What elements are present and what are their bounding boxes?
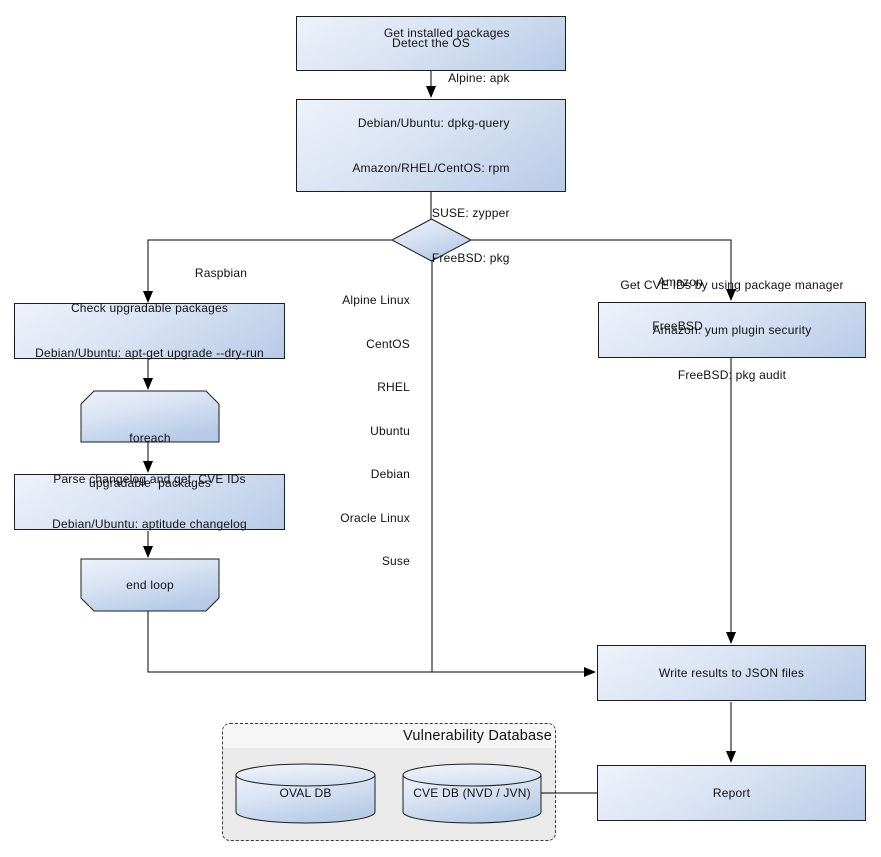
text-line: Debian/Ubuntu: dpkg-query xyxy=(357,115,510,130)
text-line: Oracle Linux xyxy=(340,510,410,525)
text-line: Debian/Ubuntu: aptitude changelog xyxy=(52,517,247,531)
node-check-upgradable-packages-label: Check upgradable packages Debian/Ubuntu:… xyxy=(35,271,264,391)
edge-label-amazon-freebsd: Amazon FreeBSD xyxy=(652,246,703,362)
text-line: Suse xyxy=(381,554,410,568)
cve-db-label: CVE DB (NVD / JVN) xyxy=(413,786,531,800)
cve-db-top xyxy=(402,763,542,787)
edge-decision-to-get-cve xyxy=(471,239,736,301)
node-write-results-json-label: Write results to JSON files xyxy=(658,665,805,680)
text-line: FreeBSD: pkg audit xyxy=(677,367,787,382)
text-line: Check upgradable packages xyxy=(70,301,229,315)
text-line: foreach xyxy=(129,431,171,445)
edges xyxy=(143,71,736,794)
text-line: Get CVE IDs by using package manager xyxy=(620,277,844,292)
node-report: Report xyxy=(597,765,866,821)
node-get-installed-packages-label: Get installed packages Alpine: apk Debia… xyxy=(352,0,509,296)
node-parse-changelog: Parse changelog and get CVE IDs Debian/U… xyxy=(14,472,285,531)
text-line: upgradable packages xyxy=(88,476,212,490)
cve-db-cylinder xyxy=(402,763,542,824)
node-parse-changelog-label: Parse changelog and get CVE IDs Debian/U… xyxy=(52,442,247,562)
oval-db-top xyxy=(235,763,376,787)
oval-db-cylinder xyxy=(235,763,376,824)
text-line: CentOS xyxy=(366,336,410,351)
node-detect-os: Detect the OS xyxy=(296,16,566,71)
node-get-cve-ids: Get CVE IDs by using package manager Ama… xyxy=(598,278,866,382)
edge-endloop-to-write-json xyxy=(147,611,596,677)
text-line: Alpine: apk xyxy=(448,70,510,85)
node-report-label: Report xyxy=(712,785,751,800)
node-write-results-json: Write results to JSON files xyxy=(597,645,866,701)
node-get-installed-packages: Get installed packages Alpine: apk Debia… xyxy=(296,26,566,265)
oval-db-label: OVAL DB xyxy=(279,786,332,800)
text-line: FreeBSD: pkg xyxy=(431,250,510,265)
node-check-upgradable-packages: Check upgradable packages Debian/Ubuntu:… xyxy=(14,301,285,360)
edge-decision-to-check-upgradable xyxy=(143,239,392,303)
text-line: Amazon: yum plugin security xyxy=(652,322,812,337)
text-line: RHEL xyxy=(377,380,410,394)
node-get-cve-ids-label: Get CVE IDs by using package manager Ama… xyxy=(620,248,843,413)
node-detect-os-label: Detect the OS xyxy=(392,36,470,50)
end-loop-label: end loop xyxy=(126,578,174,592)
text-line: Get installed packages xyxy=(383,25,510,40)
end-loop-shape xyxy=(80,558,220,612)
oval-db-body xyxy=(235,775,376,824)
text-line: Amazon xyxy=(657,275,703,289)
edge-label-os-list: Alpine Linux CentOS RHEL Ubuntu Debian O… xyxy=(340,264,410,598)
text-line: FreeBSD xyxy=(652,318,703,333)
text-line: Debian xyxy=(370,467,410,481)
edge-label-raspbian: Raspbian xyxy=(194,266,248,280)
cve-db-body xyxy=(402,775,542,824)
decision-diamond xyxy=(390,218,473,262)
text-line: SUSE: zypper xyxy=(431,205,510,220)
foreach-loop-label: foreach upgradable packages xyxy=(81,401,219,521)
foreach-loop-shape xyxy=(80,390,220,443)
text-line: Amazon/RHEL/CentOS: rpm xyxy=(352,160,510,175)
vulnerability-database-title: Vulnerability Database xyxy=(223,724,555,748)
text-line: Alpine Linux xyxy=(342,293,410,307)
text-line: Parse changelog and get CVE IDs xyxy=(53,472,246,486)
text-line: Debian/Ubuntu: apt-get upgrade --dry-run xyxy=(35,346,264,360)
text-line: Ubuntu xyxy=(370,423,410,438)
